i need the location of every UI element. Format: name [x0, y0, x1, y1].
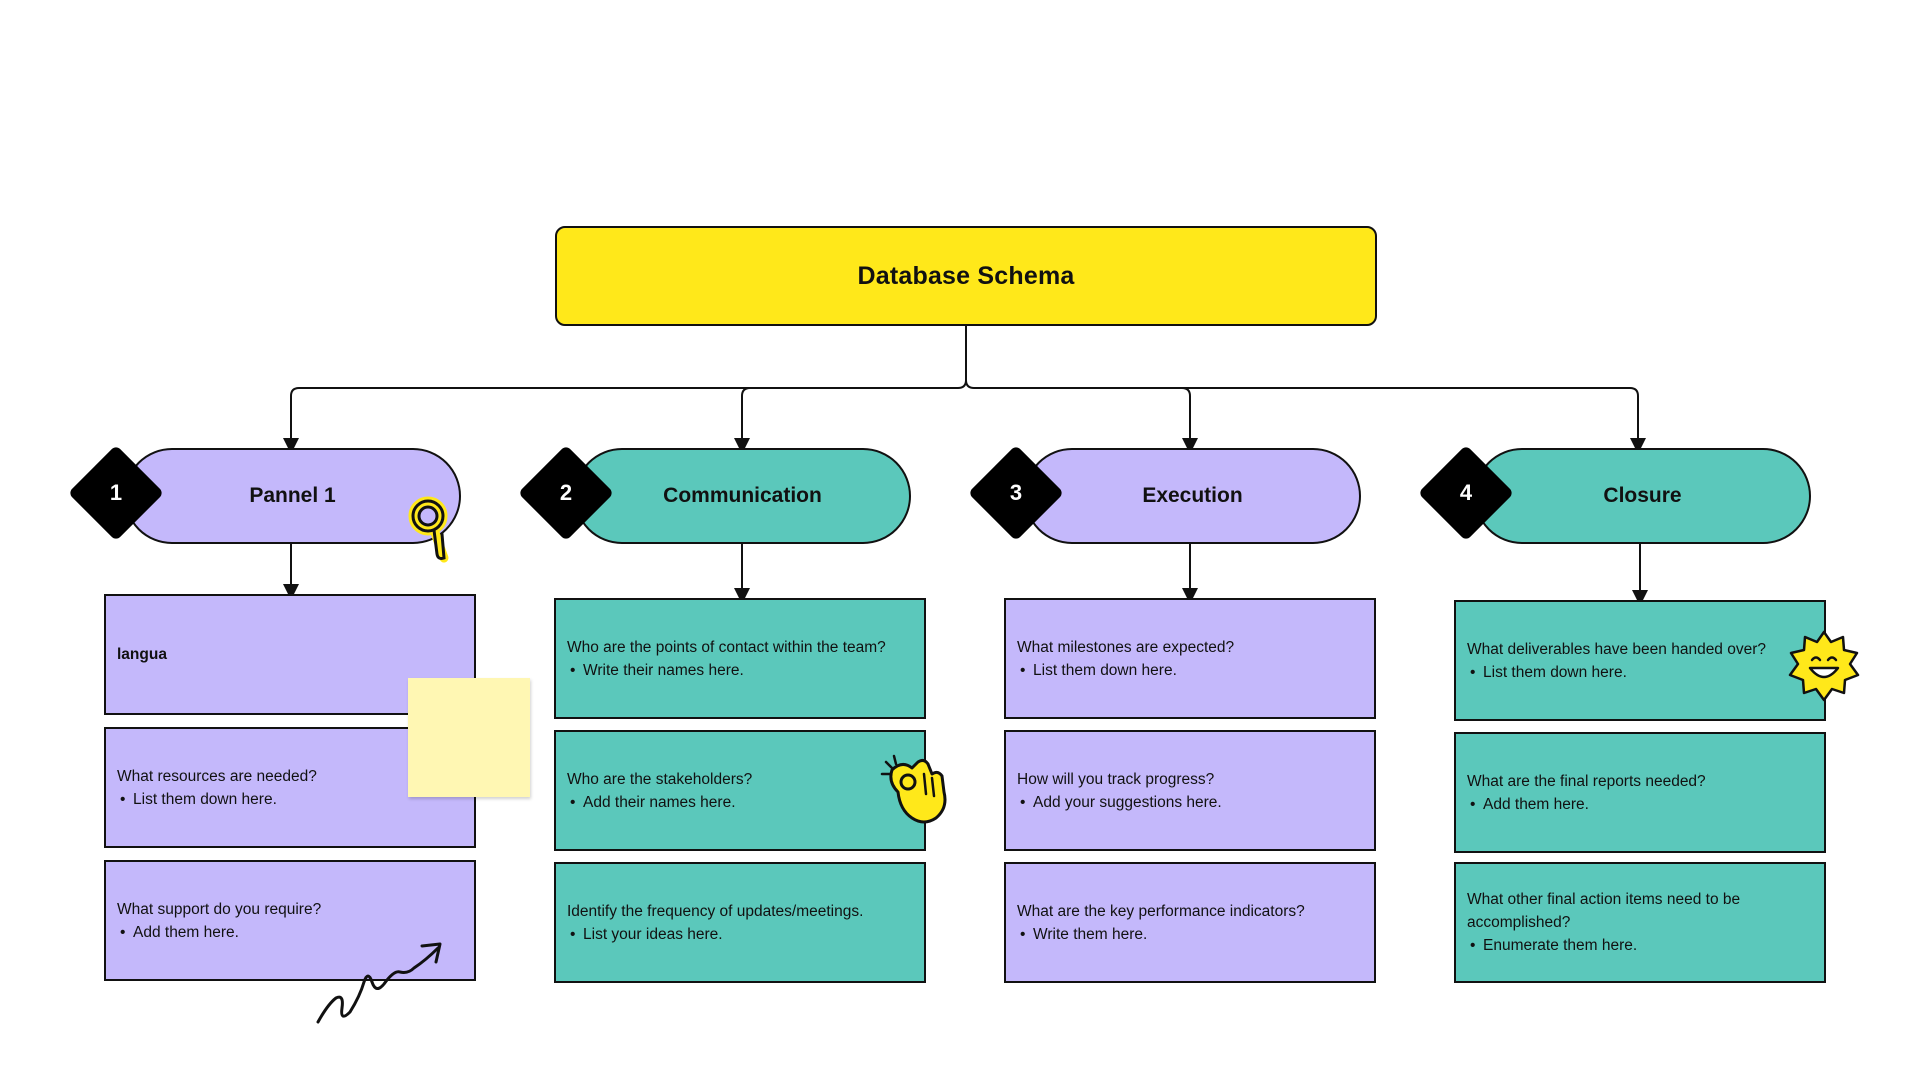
root-title: Database Schema	[857, 261, 1075, 290]
branch-label: Closure	[1603, 484, 1682, 507]
branch-pill-4[interactable]: Closure	[1474, 448, 1811, 544]
card-question: What are the key performance indicators?	[1017, 902, 1305, 920]
branch-label: Pannel 1	[249, 484, 336, 507]
card-question: What resources are needed?	[117, 767, 317, 785]
card-question: Identify the frequency of updates/meetin…	[567, 902, 864, 920]
card-1-2[interactable]: What resources are needed? List them dow…	[104, 727, 476, 848]
card-question: What deliverables have been handed over?	[1467, 640, 1767, 658]
card-question: What other final action items need to be…	[1467, 891, 1741, 931]
card-bullet: Add them here.	[1467, 793, 1813, 816]
squiggle-arrow-icon	[316, 942, 442, 1024]
card-question: What are the final reports needed?	[1467, 772, 1706, 790]
card-bullet: List them down here.	[1467, 661, 1813, 684]
smiley-sun-icon[interactable]	[1786, 628, 1862, 704]
card-bullet: List them down here.	[1017, 659, 1363, 682]
root-title-box[interactable]: Database Schema	[555, 226, 1377, 326]
card-question: How will you track progress?	[1017, 770, 1215, 788]
card-3-1[interactable]: What milestones are expected? List them …	[1004, 598, 1376, 719]
ok-hand-icon[interactable]	[878, 752, 956, 830]
connector-root-to-2	[734, 387, 751, 454]
card-bullet: Enumerate them here.	[1467, 934, 1813, 957]
card-3-3[interactable]: What are the key performance indicators?…	[1004, 862, 1376, 983]
connector-root-trunk	[283, 326, 967, 454]
card-bullet: Write them here.	[1017, 923, 1363, 946]
card-bullet: Add your suggestions here.	[1017, 791, 1363, 814]
card-bullet: List them down here.	[117, 788, 463, 811]
card-3-2[interactable]: How will you track progress? Add your su…	[1004, 730, 1376, 851]
card-2-2[interactable]: Who are the stakeholders? Add their name…	[554, 730, 926, 851]
branch-pill-2[interactable]: Communication	[574, 448, 911, 544]
card-question: langua	[117, 646, 167, 663]
card-4-2[interactable]: What are the final reports needed? Add t…	[1454, 732, 1826, 853]
card-question: Who are the stakeholders?	[567, 770, 753, 788]
card-4-3[interactable]: What other final action items need to be…	[1454, 862, 1826, 983]
badge-number: 4	[1459, 480, 1473, 505]
badge-number: 3	[1009, 480, 1023, 505]
card-bullet: Add their names here.	[567, 791, 913, 814]
badge-number: 2	[559, 480, 573, 505]
branch-pill-3[interactable]: Execution	[1024, 448, 1361, 544]
card-bullet: Write their names here.	[567, 659, 913, 682]
card-question: Who are the points of contact within the…	[567, 638, 886, 656]
branch-label: Execution	[1142, 484, 1243, 507]
branch-pill-1[interactable]: Pannel 1	[124, 448, 461, 544]
connector-root-right	[965, 379, 1646, 454]
branch-label: Communication	[663, 484, 822, 507]
card-bullet: Add them here.	[117, 921, 463, 944]
card-question: What milestones are expected?	[1017, 638, 1235, 656]
connector-root-to-3	[1181, 387, 1198, 454]
card-2-1[interactable]: Who are the points of contact within the…	[554, 598, 926, 719]
sticky-note[interactable]	[408, 678, 530, 797]
card-4-1[interactable]: What deliverables have been handed over?…	[1454, 600, 1826, 721]
card-2-3[interactable]: Identify the frequency of updates/meetin…	[554, 862, 926, 983]
card-bullet: List your ideas here.	[567, 923, 913, 946]
badge-number: 1	[109, 480, 123, 505]
card-1-3[interactable]: What support do you require? Add them he…	[104, 860, 476, 981]
card-question: What support do you require?	[117, 900, 322, 918]
magnifying-glass-icon[interactable]	[404, 494, 458, 574]
